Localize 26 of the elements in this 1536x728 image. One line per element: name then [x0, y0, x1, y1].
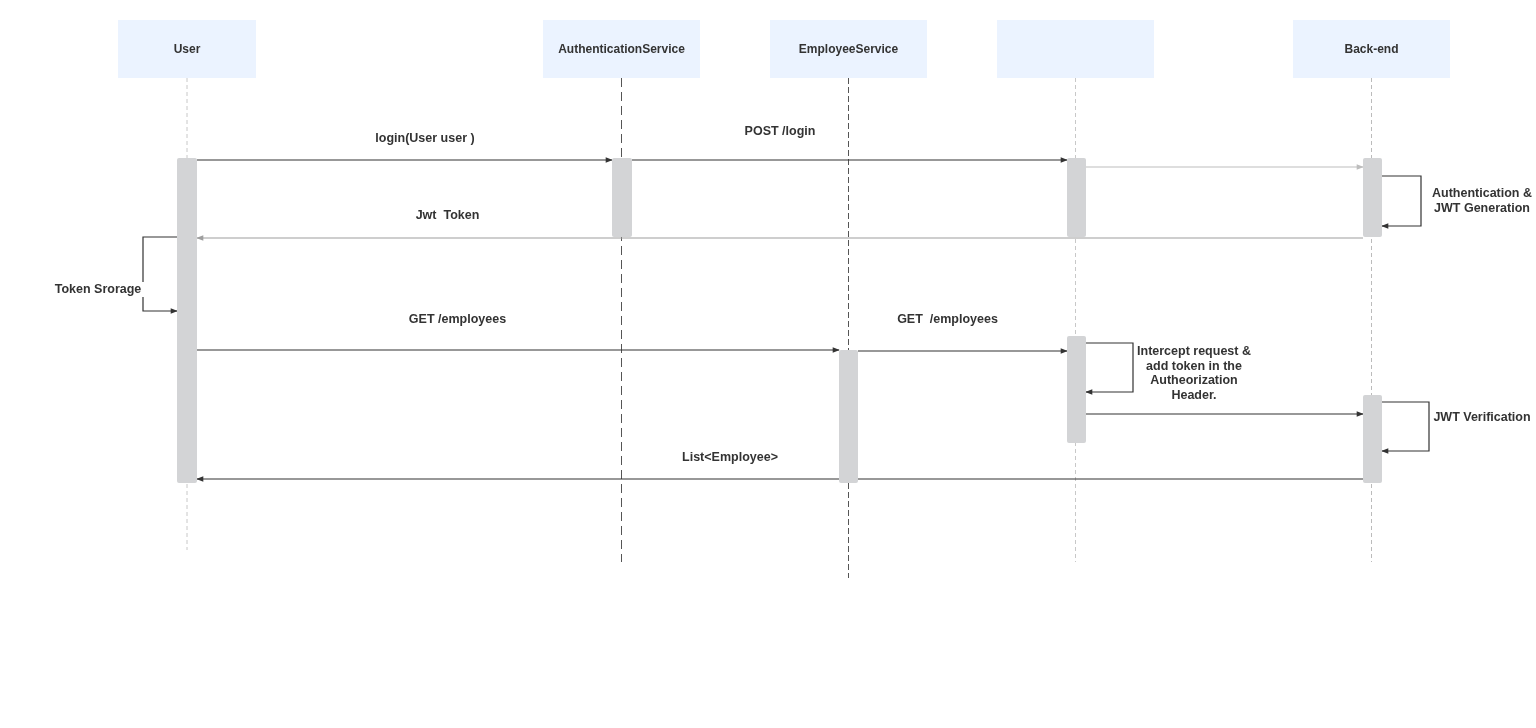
message-arrow: [1381, 401, 1430, 454]
message-label: Intercept request & add token in the Autheorization Header.: [1134, 344, 1254, 402]
activation-bar: [839, 350, 858, 483]
message-label: Authentication & JWT Generation: [1430, 186, 1534, 215]
participant-box: Back-end: [1293, 20, 1450, 78]
participant-box: User: [118, 20, 256, 78]
message-arrow: [142, 236, 178, 314]
participant-box: EmployeeService: [770, 20, 927, 78]
activation-bar: [612, 158, 632, 237]
message-arrow: [1381, 175, 1422, 229]
message-arrow: [1085, 411, 1364, 417]
activation-bar: [177, 158, 197, 483]
message-arrow: [857, 348, 1068, 354]
activation-bar: [1363, 158, 1382, 237]
message-arrow: [631, 157, 1068, 163]
message-arrow: [196, 235, 1364, 241]
message-arrow: [1085, 164, 1364, 170]
activation-bar: [1067, 158, 1086, 237]
message-arrow: [1085, 342, 1134, 395]
participant-box: [997, 20, 1154, 78]
message-arrow: [196, 347, 840, 353]
activation-bar: [1067, 336, 1086, 443]
activation-bar: [1363, 395, 1382, 483]
participant-box: AuthenticationService: [543, 20, 700, 78]
message-arrow: [196, 157, 613, 163]
message-arrow: [196, 476, 1364, 482]
